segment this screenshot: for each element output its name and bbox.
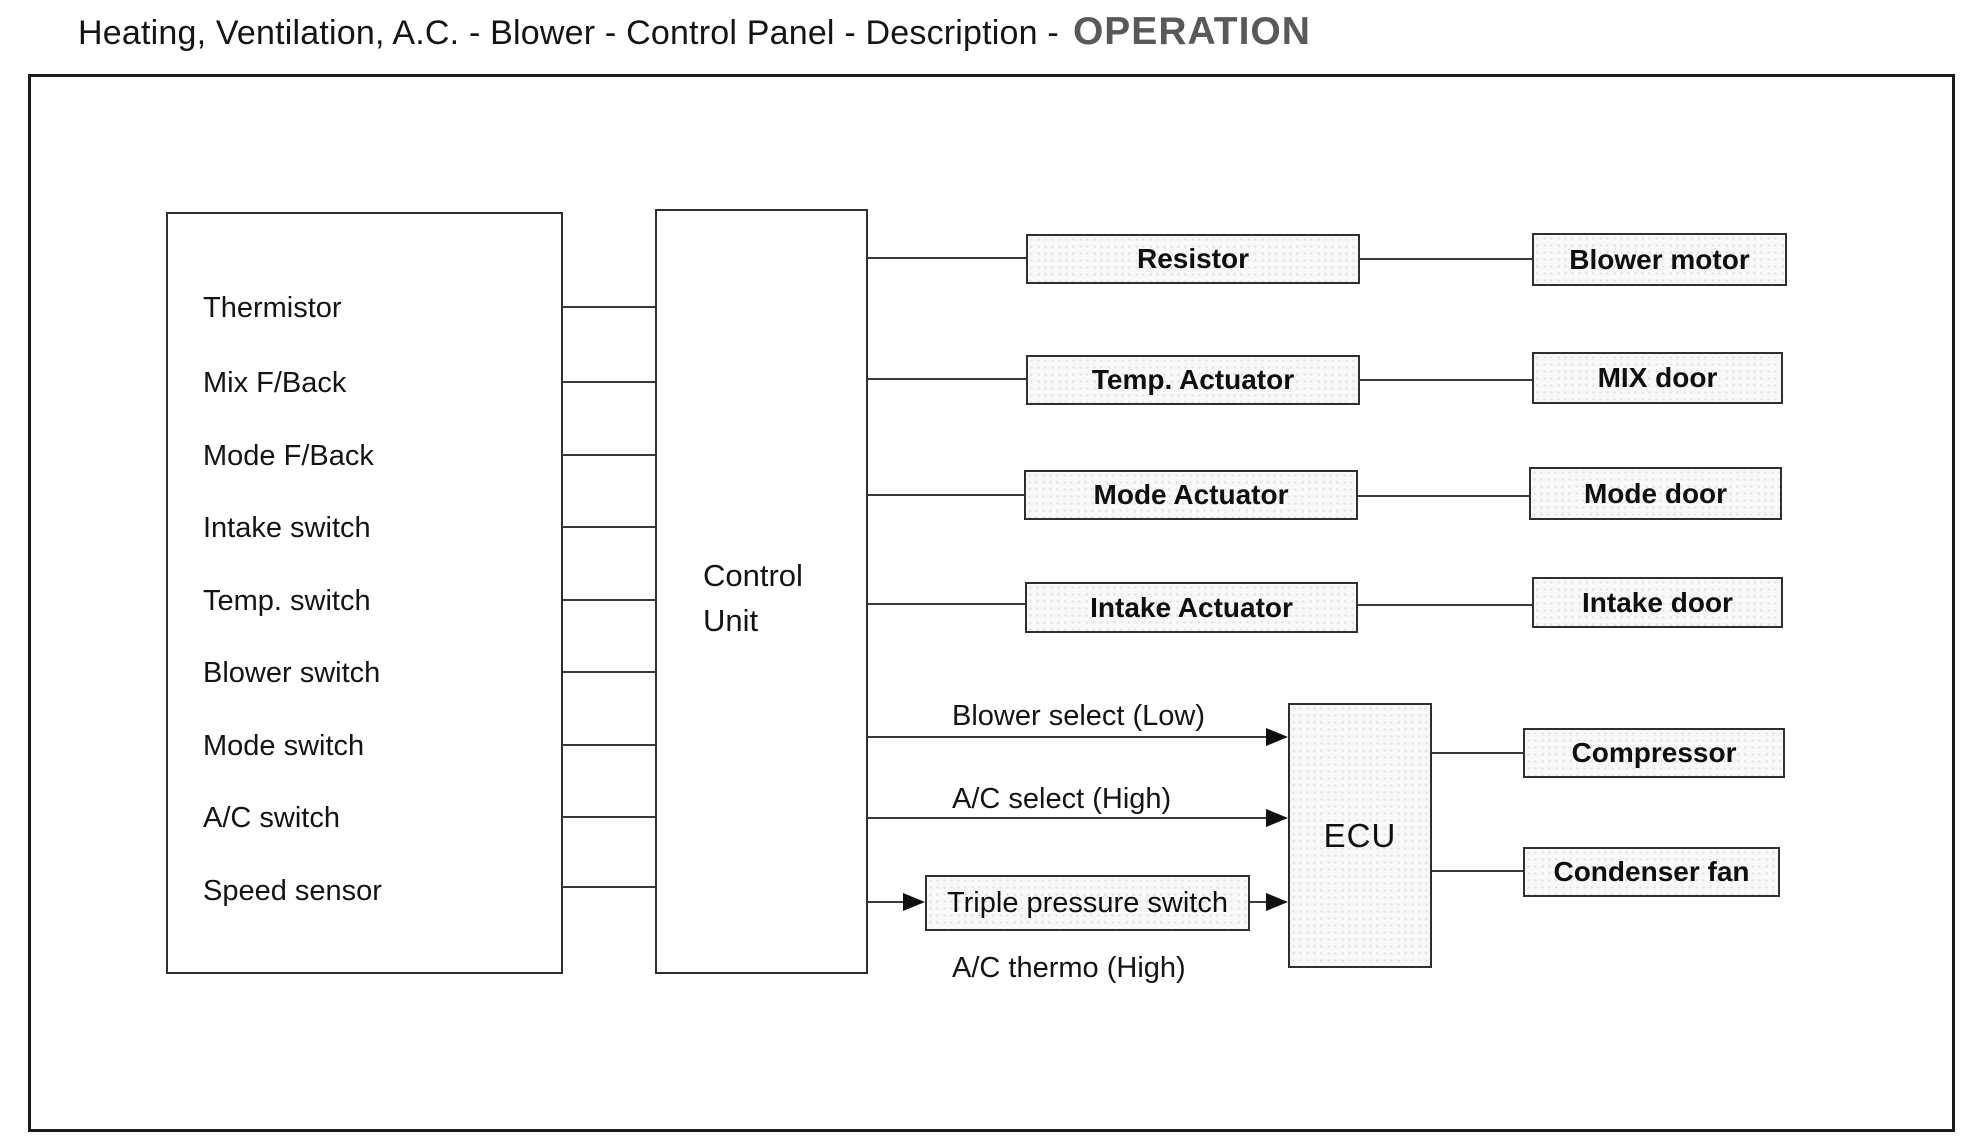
condenser-fan-label: Condenser fan — [1553, 856, 1750, 887]
arrowhead-blower-select-icon — [1266, 728, 1288, 746]
mode-actuator-label: Mode Actuator — [1093, 479, 1289, 510]
input-label-blower-switch: Blower switch — [203, 657, 381, 689]
triple-pressure-switch-label: Triple pressure switch — [947, 886, 1228, 919]
wire-cu-intake-actuator — [868, 603, 1025, 605]
compressor-box: Compressor — [1523, 728, 1785, 778]
blower-motor-box: Blower motor — [1532, 233, 1787, 286]
wire-input-7 — [563, 744, 655, 746]
input-label-thermistor: Thermistor — [203, 292, 342, 324]
intake-actuator-label: Intake Actuator — [1090, 591, 1293, 623]
resistor-box: Resistor — [1026, 234, 1360, 284]
wire-input-9 — [563, 886, 655, 888]
wire-input-1 — [563, 306, 655, 308]
ecu-label: ECU — [1323, 816, 1397, 854]
input-panel-box — [166, 212, 563, 974]
wire-pressure-switch-ecu — [1250, 901, 1266, 903]
input-label-speed-sensor: Speed sensor — [203, 875, 382, 907]
wire-ecu-condenser-fan — [1432, 870, 1523, 872]
wire-input-8 — [563, 816, 655, 818]
arrowhead-into-pressure-switch-icon — [903, 893, 925, 911]
mode-door-box: Mode door — [1529, 467, 1782, 520]
input-label-ac-switch: A/C switch — [203, 802, 340, 834]
ac-select-label: A/C select (High) — [952, 783, 1172, 815]
input-label-mode-switch: Mode switch — [203, 730, 365, 762]
mix-door-label: MIX door — [1597, 362, 1718, 393]
ac-thermo-label: A/C thermo (High) — [952, 952, 1186, 984]
ecu-box: ECU — [1288, 703, 1432, 968]
temp-actuator-box: Temp. Actuator — [1026, 355, 1360, 405]
compressor-label: Compressor — [1571, 737, 1737, 768]
page-title: Heating, Ventilation, A.C. - Blower - Co… — [78, 10, 1311, 54]
page-title-emphasis: OPERATION — [1072, 10, 1311, 53]
wire-cu-pressure-switch — [868, 901, 905, 903]
mode-actuator-box: Mode Actuator — [1024, 470, 1358, 520]
input-label-temp-switch: Temp. switch — [203, 585, 371, 617]
arrowhead-pressure-switch-ecu-icon — [1266, 893, 1288, 911]
page-title-text: Heating, Ventilation, A.C. - Blower - Co… — [78, 14, 1059, 52]
wire-cu-mode-actuator — [868, 494, 1025, 496]
wire-resistor-blower-motor — [1360, 258, 1532, 260]
input-label-mix-fback: Mix F/Back — [203, 367, 347, 399]
input-label-intake-switch: Intake switch — [203, 512, 371, 544]
arrowhead-ac-select-icon — [1266, 809, 1288, 827]
input-label-mode-fback: Mode F/Back — [203, 440, 374, 472]
wire-temp-actuator-mix-door — [1360, 379, 1532, 381]
wire-ecu-compressor — [1432, 752, 1523, 754]
blower-select-label: Blower select (Low) — [952, 700, 1206, 732]
mix-door-box: MIX door — [1532, 352, 1783, 404]
intake-door-label: Intake door — [1582, 586, 1733, 618]
wire-input-5 — [563, 599, 655, 601]
wire-ac-select — [868, 817, 1266, 819]
wire-cu-resistor — [868, 257, 1026, 259]
temp-actuator-label: Temp. Actuator — [1091, 364, 1295, 395]
wire-input-2 — [563, 381, 655, 383]
wire-input-4 — [563, 526, 655, 528]
intake-actuator-box: Intake Actuator — [1025, 582, 1358, 633]
resistor-label: Resistor — [1136, 243, 1250, 274]
wire-blower-select — [868, 736, 1266, 738]
wire-input-3 — [563, 454, 655, 456]
condenser-fan-box: Condenser fan — [1523, 847, 1780, 897]
blower-motor-label: Blower motor — [1569, 243, 1750, 275]
control-unit-box — [655, 209, 868, 974]
wire-mode-actuator-mode-door — [1358, 495, 1530, 497]
triple-pressure-switch-box: Triple pressure switch — [925, 875, 1250, 931]
wire-input-6 — [563, 671, 655, 673]
intake-door-box: Intake door — [1532, 577, 1783, 628]
control-unit-label: Control Unit — [703, 558, 803, 638]
wire-intake-actuator-intake-door — [1358, 604, 1532, 606]
mode-door-label: Mode door — [1583, 477, 1728, 509]
wire-cu-temp-actuator — [868, 378, 1026, 380]
